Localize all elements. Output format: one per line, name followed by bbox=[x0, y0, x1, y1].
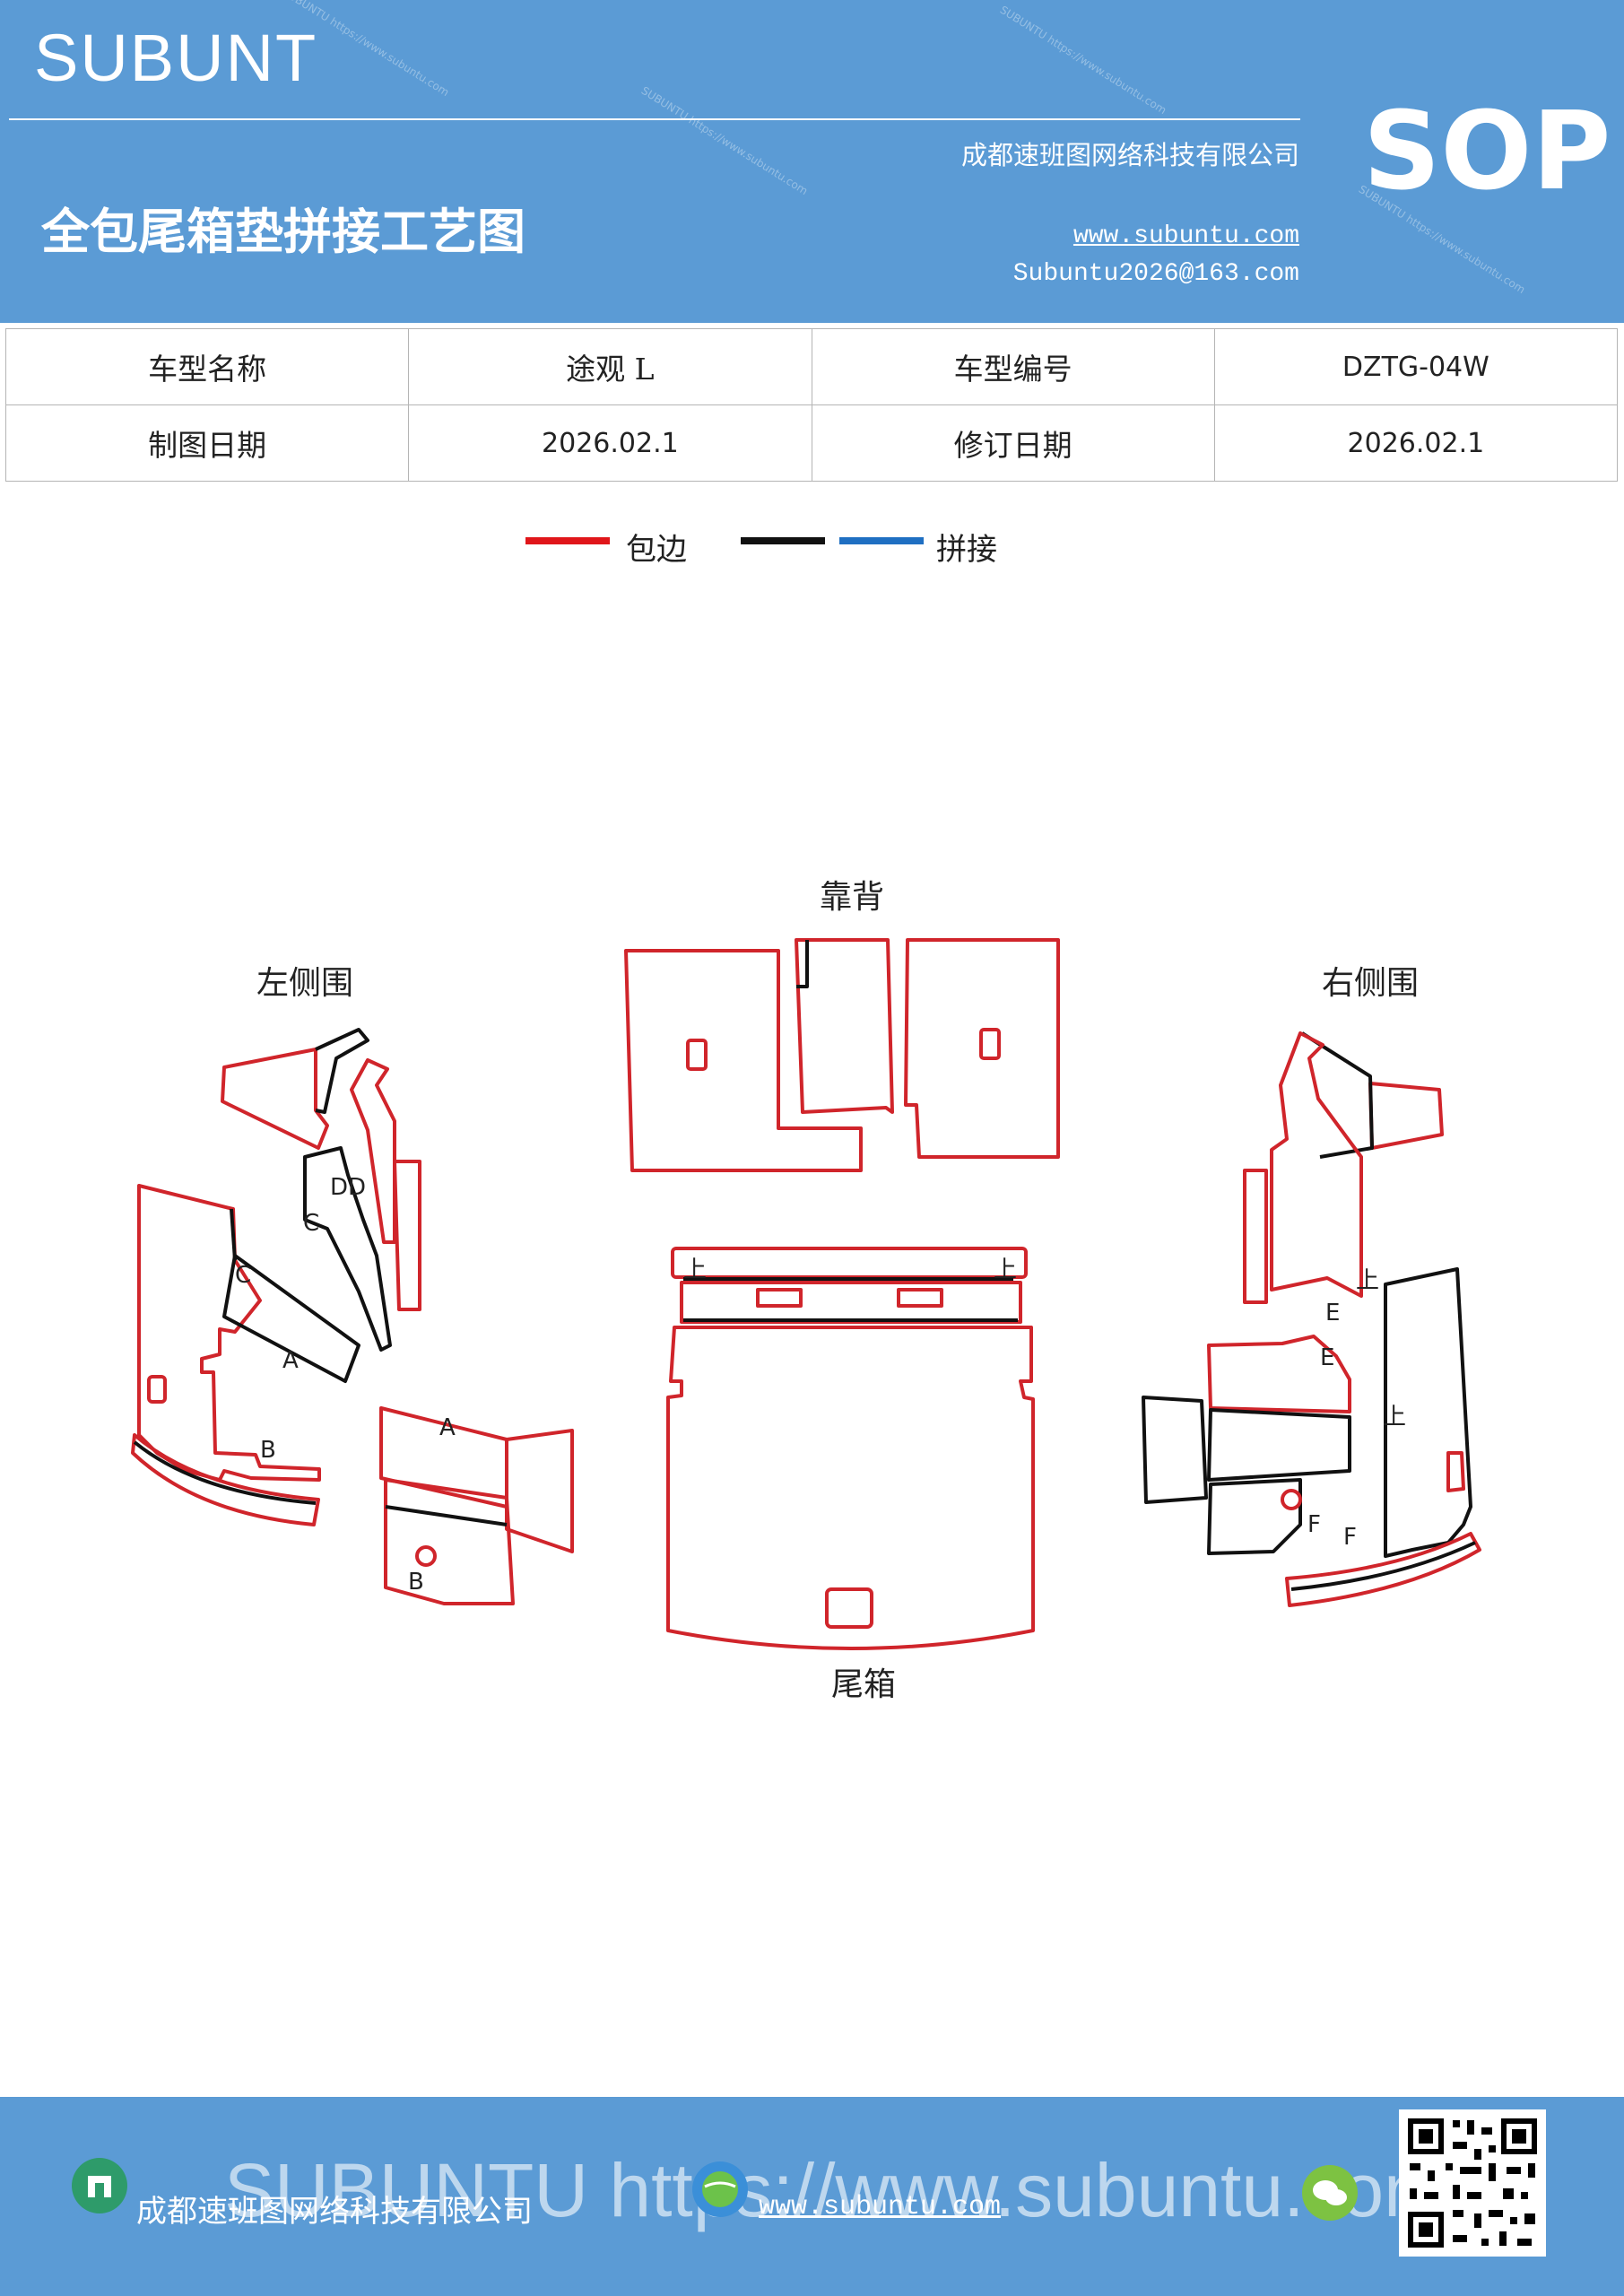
right-upper-panel bbox=[1368, 1082, 1444, 1150]
model-name-label: 车型名称 bbox=[4, 328, 410, 405]
trunk-label: 尾箱 bbox=[831, 1666, 896, 1703]
right-lower-hole bbox=[1281, 1489, 1302, 1510]
mark-f: F bbox=[1343, 1524, 1357, 1551]
left-narrow-strip bbox=[393, 1160, 421, 1311]
footer-watermark: SUBUNTU https://www.subuntu.com bbox=[224, 2148, 1447, 2232]
left-pillar-strip bbox=[350, 1058, 396, 1244]
model-code-label: 车型编号 bbox=[811, 328, 1215, 405]
document-title: 全包尾箱垫拼接工艺图 bbox=[41, 203, 525, 260]
header-divider bbox=[9, 118, 1300, 120]
right-side-label: 右侧围 bbox=[1322, 965, 1419, 1002]
left-side-panels: A A B B C C DD bbox=[131, 1028, 574, 1605]
mark-c: C bbox=[303, 1210, 319, 1237]
backrest-left-hole bbox=[686, 1039, 708, 1071]
globe-icon bbox=[692, 2161, 748, 2217]
company-name: 成都速班图网络科技有限公司 bbox=[960, 140, 1299, 170]
right-side-block bbox=[1142, 1396, 1208, 1504]
backrest-label: 靠背 bbox=[820, 879, 884, 916]
right-e-panel bbox=[1207, 1335, 1351, 1413]
mark-dd: DD bbox=[330, 1174, 366, 1201]
mark-e: E bbox=[1320, 1344, 1334, 1371]
wechat-icon bbox=[1302, 2165, 1358, 2221]
left-upper-seam bbox=[315, 1028, 369, 1114]
legend: 包边 拼接 bbox=[0, 525, 1624, 578]
right-bottom-seam bbox=[1290, 1541, 1476, 1591]
trunk-handle-cutout bbox=[825, 1587, 873, 1629]
backrest-panels bbox=[624, 938, 1060, 1172]
left-main-panel bbox=[137, 1184, 321, 1482]
backrest-right-panel bbox=[904, 938, 1060, 1159]
trunk-clip-right bbox=[897, 1288, 943, 1308]
left-small-cutout bbox=[147, 1375, 167, 1404]
revision-date-value: 2026.02.1 bbox=[1213, 404, 1619, 482]
header-banner: SUBUNTU https://www.subuntu.com SUBUNTU … bbox=[0, 0, 1624, 323]
right-narrow-strip bbox=[1243, 1169, 1268, 1304]
left-b-hole bbox=[415, 1545, 437, 1567]
legend-splice-swatch bbox=[839, 537, 924, 544]
mark-c: C bbox=[235, 1262, 251, 1289]
trunk-floor-panel bbox=[666, 1326, 1035, 1650]
mark-e: E bbox=[1325, 1300, 1340, 1326]
footer-company-name: 成都速班图网络科技有限公司 bbox=[136, 2194, 533, 2230]
left-b-panel bbox=[384, 1478, 515, 1605]
qr-code[interactable] bbox=[1399, 2109, 1546, 2257]
left-a-panel bbox=[222, 1254, 360, 1383]
backrest-right-hole bbox=[979, 1028, 1001, 1060]
table-row: 制图日期 2026.02.1 修订日期 2026.02.1 bbox=[4, 404, 1619, 482]
model-name-value: 途观 L bbox=[408, 328, 812, 405]
legend-edge-label: 包边 bbox=[626, 532, 687, 568]
mark-a: A bbox=[282, 1347, 299, 1374]
brand-logo-text: SUBUNT bbox=[34, 21, 318, 95]
right-side-panels: E E F F 上 上 bbox=[1142, 1031, 1481, 1607]
draw-date-value: 2026.02.1 bbox=[408, 404, 812, 482]
right-upper-seam bbox=[1300, 1031, 1374, 1159]
backrest-middle-panel bbox=[795, 938, 894, 1114]
right-back-panel bbox=[1384, 1267, 1472, 1558]
left-main-seam bbox=[230, 1208, 237, 1261]
right-bottom-arc bbox=[1285, 1532, 1481, 1607]
left-side-label: 左侧围 bbox=[256, 965, 353, 1002]
left-b-seam bbox=[385, 1505, 508, 1526]
right-small-cutout bbox=[1446, 1451, 1465, 1492]
draw-date-label: 制图日期 bbox=[4, 404, 410, 482]
left-bottom-arc bbox=[131, 1433, 320, 1526]
right-lower-panel bbox=[1207, 1478, 1302, 1555]
trunk-panels: 上 上 bbox=[666, 1247, 1035, 1650]
up-mark: 上 bbox=[1383, 1404, 1406, 1431]
trunk-top-strip bbox=[671, 1247, 1028, 1279]
trunk-mat-diagram: 左侧围 靠背 右侧围 尾箱 上 上 bbox=[131, 879, 1481, 1703]
watermark: SUBUNTU https://www.subuntu.com bbox=[638, 83, 811, 198]
sop-badge: SOP bbox=[1363, 90, 1611, 214]
mark-f: F bbox=[1307, 1511, 1321, 1538]
left-side-panel bbox=[505, 1429, 574, 1553]
model-code-value: DZTG-04W bbox=[1213, 328, 1619, 405]
backrest-middle-seam bbox=[796, 940, 809, 988]
watermark: SUBUNTU https://www.subuntu.com bbox=[997, 3, 1169, 117]
legend-seam-swatch bbox=[741, 537, 825, 544]
trunk-clip-left bbox=[756, 1288, 803, 1308]
building-icon bbox=[72, 2158, 127, 2213]
left-c-panel bbox=[303, 1146, 392, 1352]
table-row: 车型名称 途观 L 车型编号 DZTG-04W bbox=[4, 328, 1619, 405]
legend-edge-swatch bbox=[525, 537, 610, 544]
footer-banner: SUBUNTU https://www.subuntu.com 成都速班图网络科… bbox=[0, 2097, 1624, 2296]
website-link[interactable]: www.subuntu.com bbox=[1073, 222, 1299, 250]
footer-website-link[interactable]: www.subuntu.com bbox=[759, 2192, 1002, 2222]
mark-b: B bbox=[260, 1437, 276, 1464]
up-mark: 上 bbox=[994, 1257, 1017, 1283]
backrest-left-panel bbox=[624, 949, 863, 1172]
email-address[interactable]: Subuntu2026@163.com bbox=[1012, 260, 1299, 288]
left-upper-panel bbox=[221, 1048, 329, 1150]
up-mark: 上 bbox=[683, 1257, 707, 1283]
mark-a: A bbox=[439, 1414, 456, 1441]
legend-splice-label: 拼接 bbox=[936, 532, 997, 568]
left-bottom-seam bbox=[133, 1440, 317, 1505]
up-mark: 上 bbox=[1356, 1267, 1379, 1294]
right-main-panel bbox=[1270, 1031, 1363, 1298]
vehicle-info-table: 车型名称 途观 L 车型编号 DZTG-04W 制图日期 2026.02.1 修… bbox=[4, 328, 1619, 482]
right-middle-panel bbox=[1207, 1408, 1351, 1482]
revision-date-label: 修订日期 bbox=[811, 404, 1215, 482]
trunk-second-strip bbox=[680, 1281, 1022, 1324]
mark-b: B bbox=[408, 1569, 424, 1596]
